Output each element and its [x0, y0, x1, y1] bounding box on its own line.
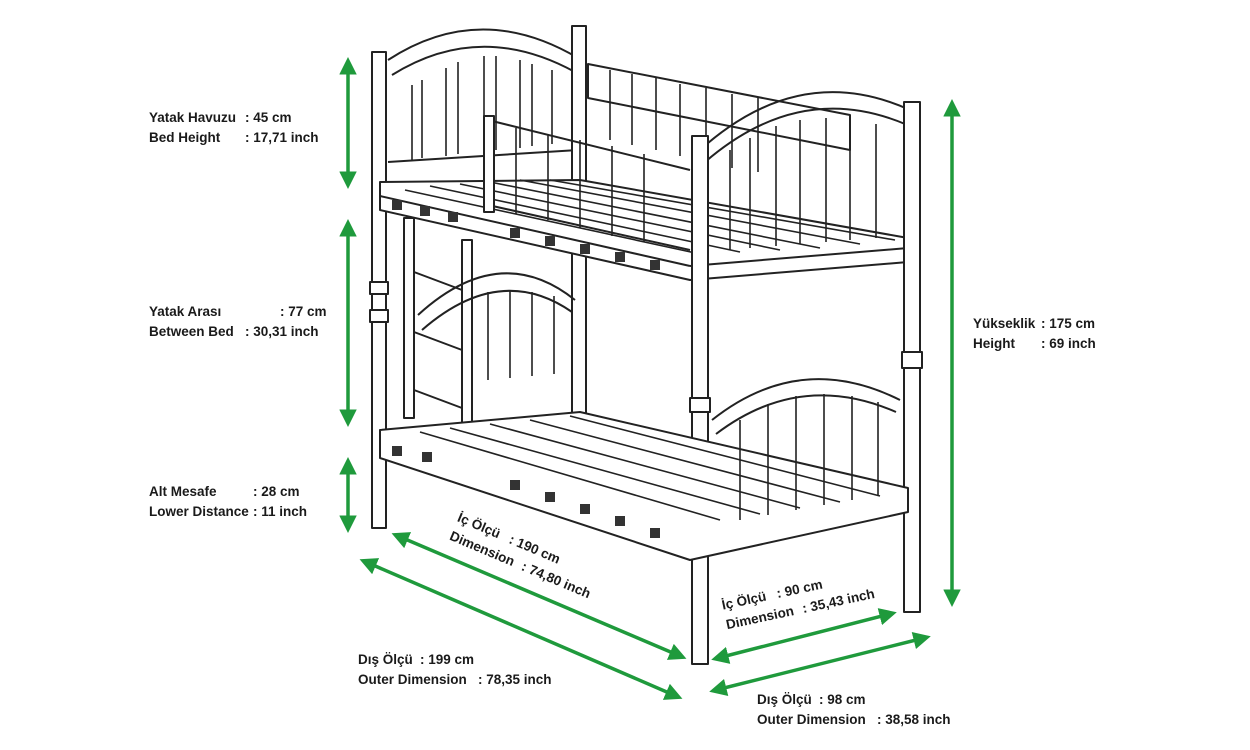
height-tr-label: Yükseklik: [973, 316, 1036, 331]
height-label: Yükseklik : 175 cm Height : 69 inch: [973, 314, 1096, 354]
bed-height-label: Yatak Havuzu : 45 cm Bed Height : 17,71 in…: [149, 108, 319, 148]
outer-width-tr-value: : 98 cm: [819, 692, 866, 707]
lower-distance-label: Alt Mesafe : 28 cm Lower Distance : 11 inc…: [149, 482, 307, 522]
between-bed-en-label: Between Bed: [149, 324, 234, 339]
outer-width-en-label: Outer Dimension: [757, 712, 866, 727]
between-bed-label: Yatak Arası : 77 cm Between Bed : 30,31 in…: [149, 302, 327, 342]
outer-width-tr-label: Dış Ölçü: [757, 692, 812, 707]
height-tr-value: : 175 cm: [1041, 316, 1096, 331]
outer-width-label: Dış Ölçü : 98 cm Outer Dimension : 38,58 i…: [757, 690, 951, 730]
outer-length-en-value: : 78,35 inch: [478, 672, 552, 687]
bunk-bed-illustration: [369, 25, 923, 665]
height-en-label: Height: [973, 336, 1015, 351]
outer-length-tr-value: : 199 cm: [420, 652, 475, 667]
between-bed-en-value: : 30,31 inch: [245, 324, 319, 339]
outer-length-arrow: [359, 558, 683, 700]
outer-length-en-label: Outer Dimension: [358, 672, 467, 687]
bed-height-tr-value: : 45 cm: [245, 110, 292, 125]
dimension-arrows: [339, 57, 961, 700]
outer-width-en-value: : 38,58 inch: [877, 712, 951, 727]
bed-height-tr-label: Yatak Havuzu: [149, 110, 237, 125]
outer-width-arrow: [709, 632, 931, 696]
between-bed-tr-label: Yatak Arası: [149, 304, 222, 319]
bed-height-en-label: Bed Height: [149, 130, 221, 145]
lower-distance-en-value: : 11 inch: [253, 504, 308, 519]
outer-length-tr-label: Dış Ölçü: [358, 652, 413, 667]
lower-distance-tr-value: : 28 cm: [253, 484, 300, 499]
height-en-value: : 69 inch: [1041, 336, 1096, 351]
between-bed-tr-value: : 77 cm: [280, 304, 327, 319]
lower-distance-tr-label: Alt Mesafe: [149, 484, 217, 499]
outer-length-label: Dış Ölçü : 199 cm Outer Dimension : 78,35 …: [358, 650, 552, 690]
bed-height-en-value: : 17,71 inch: [245, 130, 319, 145]
lower-distance-en-label: Lower Distance: [149, 504, 249, 519]
